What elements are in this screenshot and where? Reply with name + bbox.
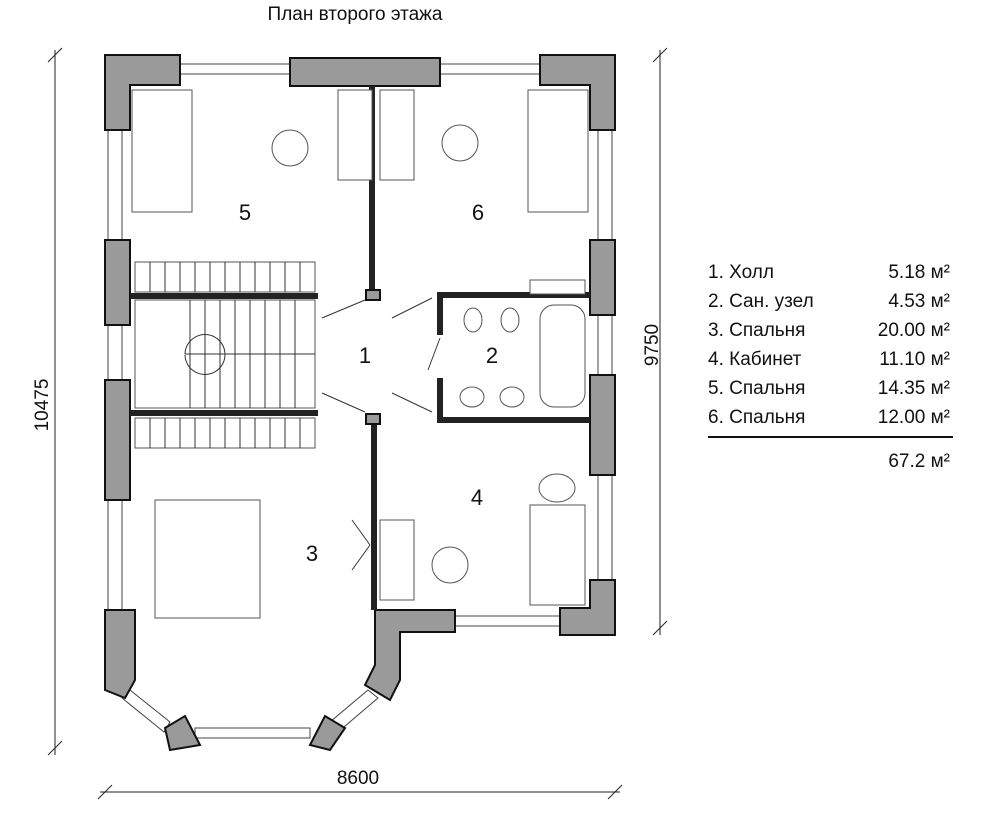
exterior-walls [104,54,616,752]
stairs [134,261,316,449]
room-labels: 1 2 3 4 5 6 [239,200,498,566]
room-number-6: 6 [472,200,484,225]
svg-text:3. Спальня: 3. Спальня [708,320,805,341]
svg-text:11.10 м²: 11.10 м² [879,349,950,370]
interior-walls [130,86,590,610]
svg-text:5. Спальня: 5. Спальня [708,378,805,399]
bed-room-5 [131,89,193,213]
svg-text:12.00 м²: 12.00 м² [878,407,950,428]
svg-text:6. Спальня: 6. Спальня [708,407,805,428]
bed-room-3 [154,499,261,619]
dimension-left: 10475 [32,379,53,432]
room-number-4: 4 [471,485,483,510]
area-legend: 1. Холл 5.18 м² 2. Сан. узел 4.53 м² 3. Сп… [708,262,953,472]
bathtub [539,304,586,408]
desk-room-4 [379,519,415,601]
windows [107,63,613,739]
bed-room-6 [527,89,589,213]
svg-text:14.35 м²: 14.35 м² [878,378,950,399]
room-number-3: 3 [306,541,318,566]
dimension-right: 9750 [642,324,663,366]
room-number-2: 2 [486,343,498,368]
svg-text:2. Сан. узел: 2. Сан. узел [708,291,814,312]
desk-room-5 [337,89,373,181]
svg-text:5.18 м²: 5.18 м² [888,262,950,283]
svg-text:4. Кабинет: 4. Кабинет [708,349,802,370]
svg-text:4.53 м²: 4.53 м² [888,291,950,312]
sofa [529,504,586,606]
total-area: 67.2 м² [888,451,950,472]
desk-room-6 [379,89,415,181]
svg-text:1. Холл: 1. Холл [708,262,774,283]
dimension-bottom: 8600 [337,768,379,789]
svg-text:20.00 м²: 20.00 м² [878,320,950,341]
plan-title: План второго этажа [268,4,443,25]
room-number-1: 1 [359,343,371,368]
dimension-lines: 10475 9750 8600 [32,47,668,800]
room-number-5: 5 [239,200,251,225]
furniture [131,89,589,619]
